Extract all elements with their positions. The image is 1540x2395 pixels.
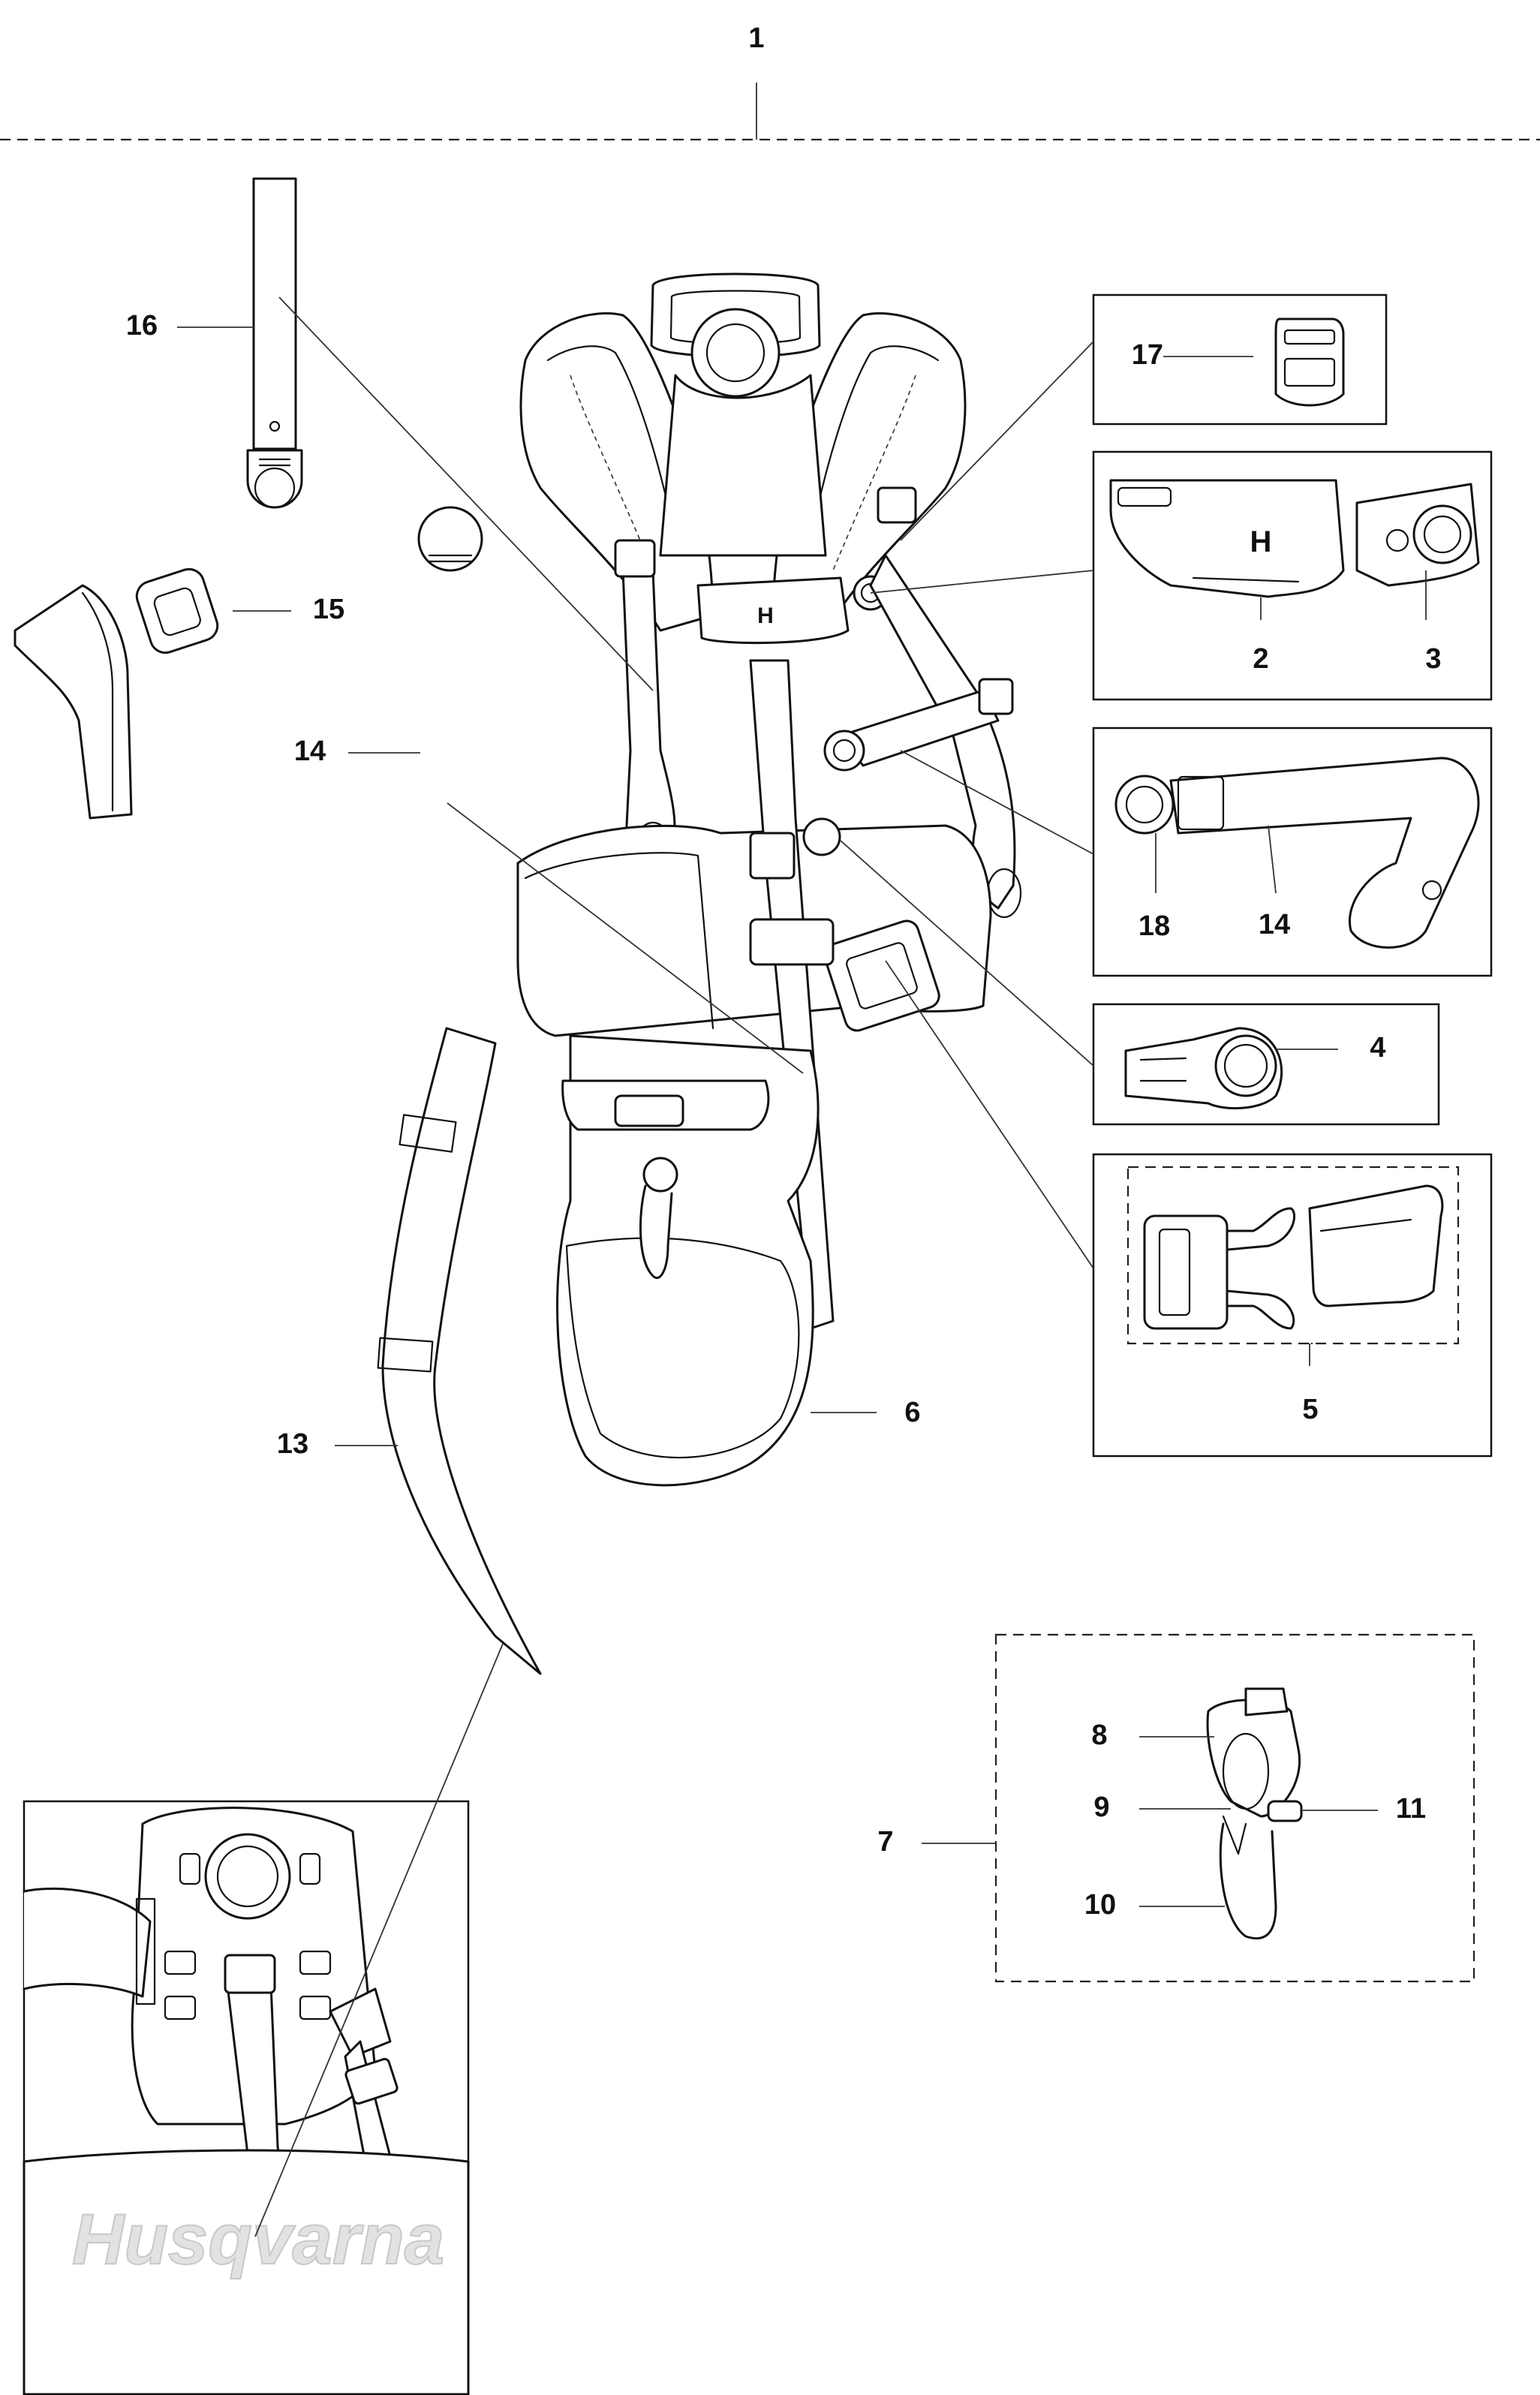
label-8: 8 xyxy=(1091,1720,1107,1751)
label-14-left: 14 xyxy=(294,736,326,767)
label-3: 3 xyxy=(1425,643,1441,675)
label-5: 5 xyxy=(1302,1394,1318,1425)
leader-lines xyxy=(177,296,1427,2237)
label-9: 9 xyxy=(1093,1792,1109,1823)
label-11: 11 xyxy=(1396,1793,1426,1825)
label-7: 7 xyxy=(877,1826,893,1858)
assembly-divider xyxy=(0,83,1540,141)
label-13: 13 xyxy=(277,1428,308,1460)
part-16-strap-ring xyxy=(246,177,303,509)
part-13-curved-strip xyxy=(377,1027,542,1675)
inset-brand-wordmark: Husqvarna xyxy=(72,2199,444,2279)
logo-mark-center: H xyxy=(757,603,774,628)
harness-assembly: H xyxy=(516,272,1022,1487)
detail-box-5 xyxy=(1092,1153,1493,1458)
detail-box-18-14 xyxy=(1092,727,1493,977)
part-number-labels: 1 16 15 14 17 2 3 18 14 4 5 6 13 7 8 9 1… xyxy=(126,23,1442,1921)
detail-box-7-hook xyxy=(994,1633,1475,1983)
detail-box-17 xyxy=(1092,293,1388,426)
part-15-buckle xyxy=(135,567,219,654)
label-18: 18 xyxy=(1138,910,1170,942)
label-15: 15 xyxy=(313,594,344,625)
part-14-long-strap xyxy=(14,506,483,1222)
label-4: 4 xyxy=(1370,1032,1385,1064)
label-17: 17 xyxy=(1132,339,1163,371)
logo-mark-box: H xyxy=(1250,525,1272,558)
label-16: 16 xyxy=(126,310,158,341)
label-10: 10 xyxy=(1084,1889,1116,1921)
label-14-box: 14 xyxy=(1259,909,1290,940)
label-1: 1 xyxy=(748,23,764,54)
inset-detail-back-panel: Husqvarna xyxy=(23,1800,470,2395)
detail-box-4 xyxy=(1092,1003,1440,1126)
detail-box-2-3: H xyxy=(1092,450,1493,701)
label-2: 2 xyxy=(1253,643,1268,675)
label-6: 6 xyxy=(904,1397,920,1428)
